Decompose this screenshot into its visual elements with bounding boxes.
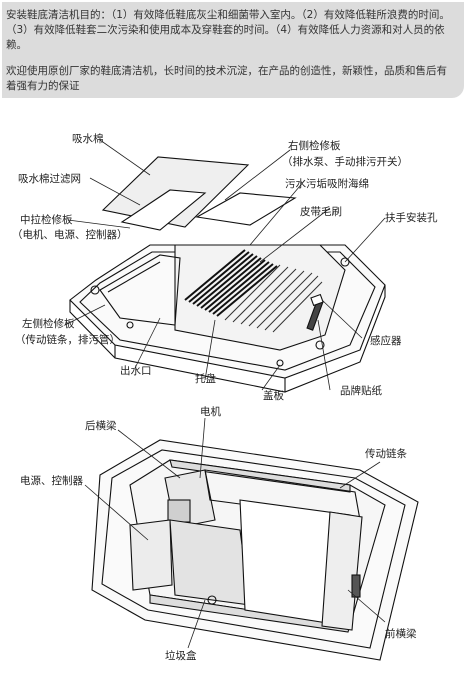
trash-box	[169, 519, 251, 606]
label-brand-sticker: 品牌贴纸	[340, 385, 382, 397]
label-chain: 传动链条	[365, 448, 407, 460]
label-absorbent-cotton: 吸水棉	[72, 133, 104, 145]
label-middle-panel: 中拉检修板	[20, 214, 73, 226]
label-trash-box: 垃圾盒	[165, 650, 197, 662]
label-motor: 电机	[200, 406, 221, 418]
power-controller-box	[129, 519, 173, 591]
base-housing-inner	[101, 449, 406, 649]
intro-box: 安装鞋底清洁机目的：（1）有效降低鞋底灰尘和细菌带入室内。（2）有效降低鞋所浪费…	[2, 2, 464, 98]
label-right-panel: 右侧检修板	[288, 140, 341, 152]
label-left-panel: 左侧检修板	[22, 318, 75, 330]
label-absorbent-filter: 吸水棉过滤网	[18, 173, 81, 185]
label-right-panel-sub: （排水泵、手动排污开关）	[282, 156, 408, 168]
label-front-beam: 前横梁	[385, 628, 417, 640]
label-water-outlet: 出水口	[120, 365, 152, 377]
label-handle-holes: 扶手安装孔	[385, 212, 438, 224]
middle-access-panel	[120, 189, 207, 231]
inner-tray	[174, 244, 346, 351]
label-left-panel-sub: （传动链条，排污管）	[15, 334, 120, 346]
label-sponge: 污水污垢吸附海绵	[285, 178, 369, 190]
sponge-ribs	[224, 264, 323, 333]
sensor-window	[310, 293, 324, 307]
label-power-controller: 电源、控制器	[20, 475, 83, 487]
rear-beam	[169, 459, 351, 493]
label-sensor: 感应器	[370, 335, 402, 347]
intro-purpose-text: 安装鞋底清洁机目的：（1）有效降低鞋底灰尘和细菌带入室内。（2）有效降低鞋所浪费…	[6, 9, 450, 51]
label-cover: 盖板	[263, 390, 284, 402]
label-tray: 托盘	[195, 373, 216, 385]
label-brush: 皮带毛刷	[300, 206, 342, 218]
intro-welcome-text: 欢迎使用原创厂家的鞋底清洁机，长时间的技术沉淀，在产品的创造性，新颖性，品质和售…	[6, 65, 447, 92]
label-rear-beam: 后横梁	[85, 420, 117, 432]
right-access-panel	[195, 192, 297, 226]
label-middle-panel-sub: （电机、电源、控制器）	[12, 229, 128, 241]
belt-brush	[184, 249, 278, 317]
